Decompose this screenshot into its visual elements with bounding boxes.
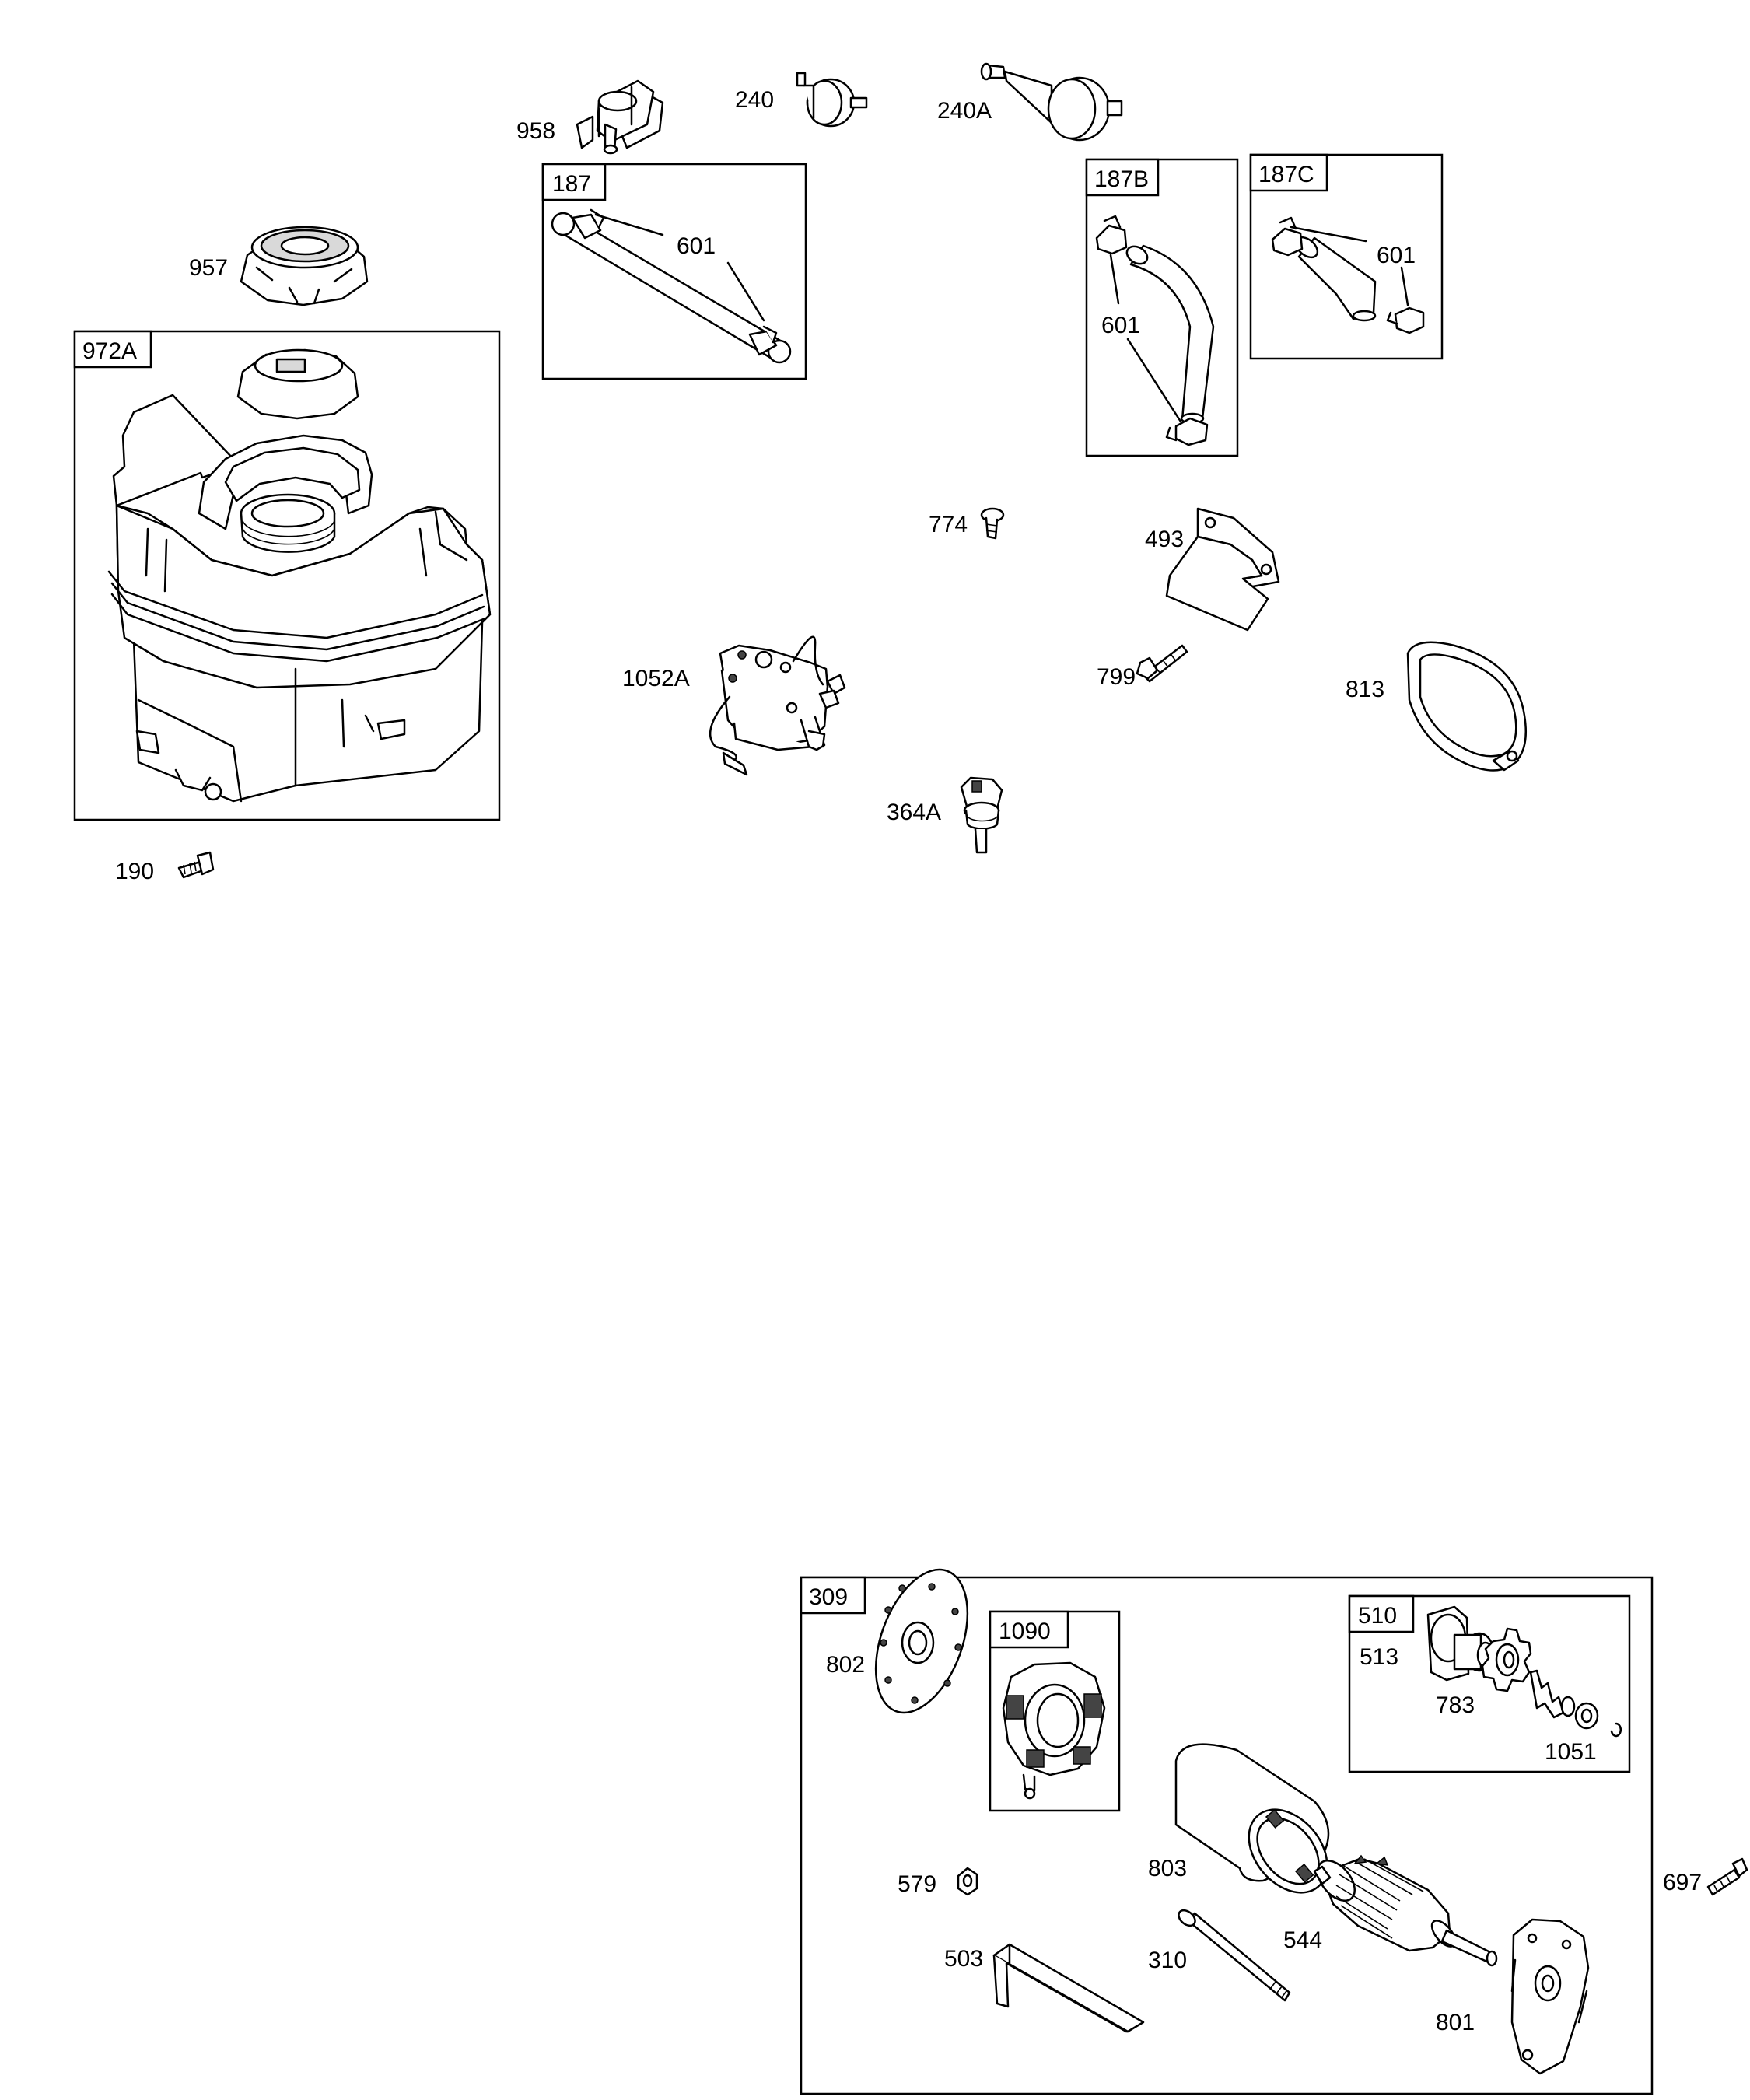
fuel-cap-957-part[interactable] [240,226,369,306]
label-813: 813 [1346,677,1384,702]
nut-579-part[interactable] [957,1867,978,1896]
label-774: 774 [929,512,968,537]
label-240: 240 [735,87,774,113]
box-label-187b: 187B [1094,166,1149,192]
brush-holder-1090-part[interactable] [1002,1661,1106,1800]
box-label-187c: 187C [1258,162,1314,187]
box-187c [1249,153,1444,360]
label-802: 802 [826,1652,865,1678]
through-bolt-310-part[interactable] [1176,1907,1291,2002]
bracket-493-part[interactable] [1165,507,1280,632]
leader-187-601a [594,213,664,236]
fuel-tank-part[interactable] [107,348,492,803]
label-513: 513 [1360,1644,1398,1670]
box-label-1090: 1090 [999,1619,1051,1644]
screw-190-part[interactable] [177,851,215,879]
end-cap-801-part[interactable] [1510,1918,1590,2075]
box-label-309: 309 [809,1584,848,1610]
label-801: 801 [1436,2010,1475,2035]
label-310: 310 [1148,1948,1187,1973]
fuel-filter-large-part[interactable] [980,62,1123,142]
label-187-601: 601 [677,233,716,259]
armature-544-part[interactable] [1311,1853,1498,1967]
label-799: 799 [1097,664,1136,690]
fuel-valve-part[interactable] [576,79,664,155]
bracket-503-part[interactable] [992,1943,1145,2033]
label-240a: 240A [937,98,992,124]
solenoid-1052a-part[interactable] [709,635,846,776]
leader-187b-601b [1126,338,1182,423]
label-364a: 364A [887,800,941,825]
leader-187c-601b [1400,266,1409,306]
label-958: 958 [516,118,555,144]
clamp-band-813-part[interactable] [1406,641,1528,772]
leader-187c-601a [1290,226,1367,243]
pinion-gear-783-part[interactable] [1481,1627,1622,1738]
label-783: 783 [1436,1692,1475,1718]
label-579: 579 [898,1871,936,1897]
box-label-510: 510 [1358,1603,1397,1629]
label-957: 957 [189,255,228,281]
fuel-filter-small-part[interactable] [796,72,868,128]
label-187b-601: 601 [1101,313,1140,338]
label-187c-601: 601 [1377,243,1416,268]
label-493: 493 [1145,527,1184,552]
fuel-hose-187-part[interactable] [551,208,792,364]
label-190: 190 [115,859,154,884]
label-1051: 1051 [1545,1739,1597,1765]
label-697: 697 [1663,1870,1702,1895]
housing-803-part[interactable] [1174,1743,1343,1908]
screw-697-part[interactable] [1706,1857,1748,1896]
label-503: 503 [944,1946,983,1972]
box-187b [1085,158,1239,457]
sensor-364a-part[interactable] [960,776,1003,854]
fuel-hose-187b-part[interactable] [1095,215,1215,446]
leader-187-601b [726,261,765,322]
box-972a [73,330,501,821]
fuel-hose-187c-part[interactable] [1271,216,1425,334]
box-309 [800,1576,1654,2095]
box-label-187: 187 [552,171,591,197]
screw-799-part[interactable] [1136,644,1188,683]
label-1052a: 1052A [622,666,690,691]
box-510 [1348,1594,1631,1773]
box-label-972a: 972A [82,338,137,364]
label-544: 544 [1283,1927,1322,1953]
screw-774-part[interactable] [980,507,1005,540]
label-803: 803 [1148,1856,1187,1881]
end-plate-802-part[interactable] [858,1557,985,1725]
box-187 [541,163,807,380]
leader-187b-601a [1109,254,1120,305]
